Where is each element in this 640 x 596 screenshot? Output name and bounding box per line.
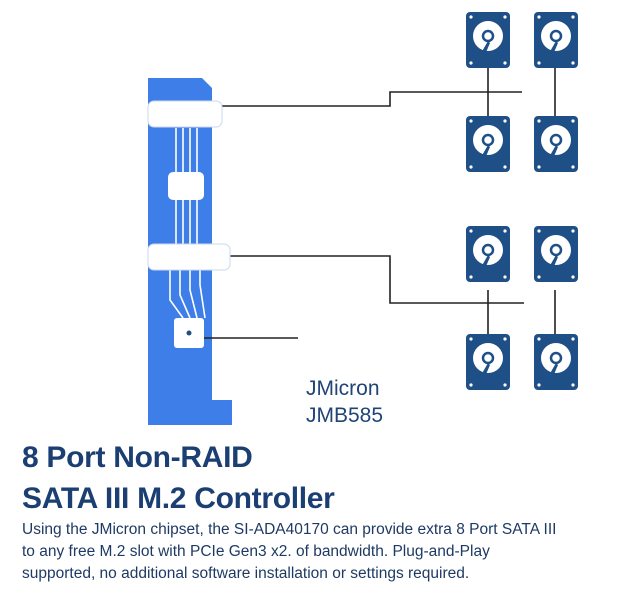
hard-drive-icon	[534, 226, 578, 282]
bottom-connector-line	[230, 255, 524, 304]
connection-lines	[222, 68, 556, 334]
hard-drive-icon	[466, 226, 510, 282]
board-traces	[169, 128, 206, 319]
chip-dot	[186, 330, 192, 336]
bottom-sata-connector	[147, 243, 231, 271]
top-sata-connector	[147, 100, 223, 128]
middle-component	[168, 172, 204, 200]
hard-drive-icon	[534, 12, 578, 68]
controller-diagram	[147, 12, 578, 425]
hard-drive-icon	[534, 334, 578, 390]
description-line-3: supported, no additional software instal…	[22, 565, 470, 582]
hard-drive-icon	[466, 334, 510, 390]
drive-group	[466, 12, 578, 390]
m2-board	[147, 78, 232, 425]
hard-drive-icon	[534, 116, 578, 172]
description-line-1: Using the JMicron chipset, the SI-ADA401…	[22, 521, 557, 538]
chip-model-label: JMB585	[306, 404, 384, 427]
page-title-line-2: SATA III M.2 Controller	[22, 482, 335, 515]
description-line-2: to any free M.2 slot with PCIe Gen3 x2. …	[22, 543, 490, 560]
hard-drive-icon	[466, 116, 510, 172]
hard-drive-icon	[466, 12, 510, 68]
top-connector-line	[222, 91, 522, 107]
page-title-line-1: 8 Port Non-RAID	[22, 441, 253, 474]
chip-name-label: JMicron	[306, 377, 380, 400]
product-description: Using the JMicron chipset, the SI-ADA401…	[22, 519, 632, 585]
